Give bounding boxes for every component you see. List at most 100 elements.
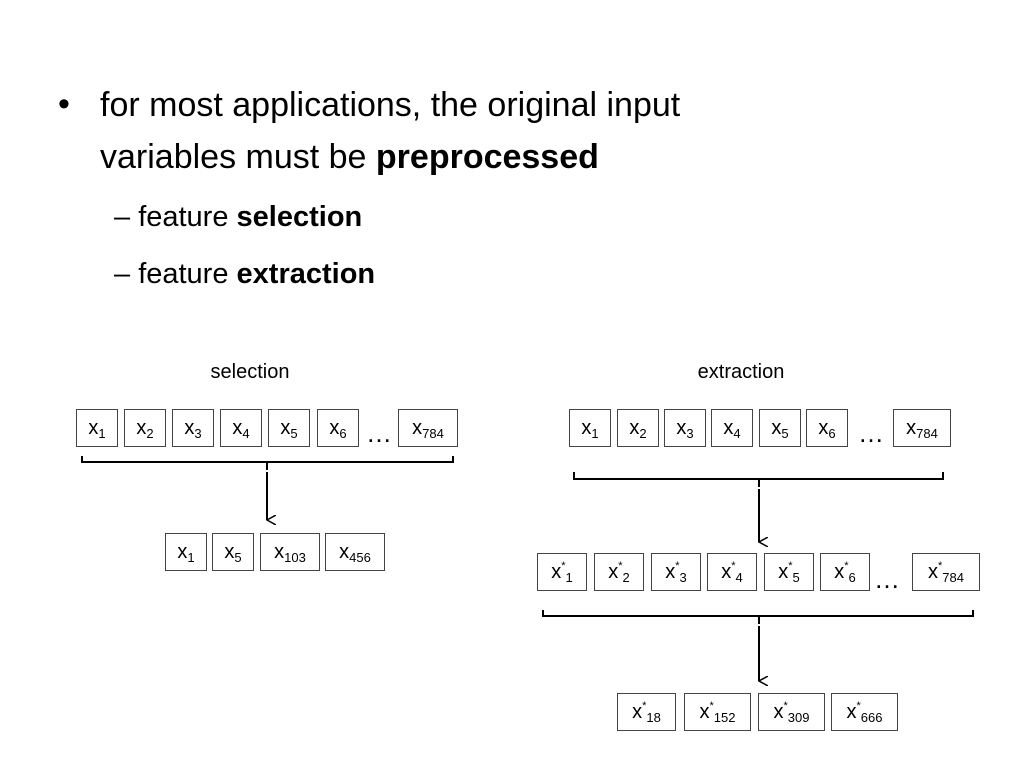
var-base: x — [773, 701, 784, 723]
var-base: x — [224, 541, 235, 563]
var-base: x — [928, 561, 938, 583]
var-base: x — [665, 561, 676, 583]
var-subscript: 666 — [860, 710, 883, 725]
var-superscript: * — [731, 560, 736, 572]
var-base: x — [723, 417, 734, 439]
extracted-feature: x*2 — [594, 553, 644, 591]
extraction-output-var: x*666 — [831, 693, 898, 731]
selection-output-var: x5 — [212, 533, 254, 571]
extraction-input-var: x3 — [664, 409, 706, 447]
extraction-caption: extraction — [697, 361, 785, 383]
selection-input-var: x6 — [317, 409, 359, 447]
extraction-features-ellipsis: … — [874, 564, 900, 594]
bullet-dot: • — [58, 85, 70, 123]
var-superscript: * — [788, 560, 793, 572]
bullet-text-line-2: variables must be preprocessed — [100, 130, 599, 184]
extraction-output-var: x*18 — [617, 693, 676, 731]
selection-brace — [81, 456, 454, 470]
bullet-line2-prefix: variables must be — [100, 138, 376, 176]
selection-output-var: x456 — [325, 533, 385, 571]
var-base: x — [280, 417, 291, 439]
sub-item-extraction: – feature extraction — [114, 255, 375, 293]
selection-output-var: x1 — [165, 533, 207, 571]
var-subscript: 5 — [792, 570, 800, 585]
extraction-input-var: x6 — [806, 409, 848, 447]
var-base: x — [274, 541, 285, 563]
extracted-feature: x*3 — [651, 553, 701, 591]
var-base: x — [699, 701, 710, 723]
extracted-feature: x*784 — [912, 553, 980, 591]
extraction-input-var: x784 — [893, 409, 951, 447]
selection-caption: selection — [210, 361, 290, 383]
var-subscript: 152 — [713, 710, 736, 725]
var-subscript: 1 — [187, 550, 195, 565]
var-base: x — [906, 417, 917, 439]
var-subscript: 2 — [146, 426, 154, 441]
var-subscript: 1 — [565, 570, 573, 585]
extraction-input-var: x2 — [617, 409, 659, 447]
var-base: x — [846, 701, 857, 723]
var-subscript: 18 — [646, 710, 661, 725]
var-subscript: 309 — [787, 710, 810, 725]
var-subscript: 2 — [639, 426, 647, 441]
var-subscript: 3 — [194, 426, 202, 441]
var-superscript: * — [938, 560, 943, 572]
var-base: x — [771, 417, 782, 439]
selection-input-var: x4 — [220, 409, 262, 447]
extraction-input-ellipsis: … — [858, 418, 884, 448]
var-base: x — [551, 561, 562, 583]
sub-item-dash: – — [114, 201, 139, 233]
var-subscript: 784 — [942, 570, 964, 585]
var-base: x — [329, 417, 340, 439]
var-subscript: 4 — [735, 570, 743, 585]
var-subscript: 1 — [591, 426, 599, 441]
var-superscript: * — [561, 560, 566, 572]
var-superscript: * — [856, 700, 861, 712]
selection-input-ellipsis: … — [366, 418, 392, 448]
var-base: x — [608, 561, 619, 583]
var-base: x — [136, 417, 147, 439]
selection-input-var: x5 — [268, 409, 310, 447]
sub-item-selection: – feature selection — [114, 198, 362, 236]
extracted-feature: x*6 — [820, 553, 870, 591]
var-subscript: 4 — [733, 426, 741, 441]
selection-input-var: x1 — [76, 409, 118, 447]
var-base: x — [721, 561, 732, 583]
var-subscript: 6 — [848, 570, 856, 585]
bullet-line2-bold: preprocessed — [375, 138, 599, 176]
var-subscript: 103 — [284, 550, 306, 565]
var-superscript: * — [709, 700, 714, 712]
var-subscript: 784 — [916, 426, 938, 441]
var-subscript: 5 — [781, 426, 789, 441]
var-base: x — [834, 561, 845, 583]
extracted-feature: x*4 — [707, 553, 757, 591]
var-subscript: 456 — [349, 550, 371, 565]
var-subscript: 4 — [242, 426, 250, 441]
var-base: x — [778, 561, 789, 583]
var-base: x — [339, 541, 350, 563]
extraction-input-var: x5 — [759, 409, 801, 447]
var-subscript: 1 — [98, 426, 106, 441]
var-base: x — [818, 417, 829, 439]
var-subscript: 3 — [679, 570, 687, 585]
var-base: x — [581, 417, 592, 439]
var-base: x — [177, 541, 188, 563]
sub-item-dash: – — [114, 258, 139, 290]
sub-item-prefix: feature — [138, 258, 237, 290]
var-subscript: 784 — [422, 426, 444, 441]
var-base: x — [676, 417, 687, 439]
selection-input-var: x3 — [172, 409, 214, 447]
extraction-output-var: x*309 — [758, 693, 825, 731]
var-superscript: * — [783, 700, 788, 712]
extraction-brace-bottom — [542, 610, 974, 624]
extraction-brace-top — [573, 472, 944, 487]
sub-item-prefix: feature — [138, 201, 237, 233]
extraction-input-var: x1 — [569, 409, 611, 447]
var-superscript: * — [642, 700, 647, 712]
sub-item-bold: extraction — [236, 258, 376, 290]
var-base: x — [184, 417, 195, 439]
var-base: x — [629, 417, 640, 439]
extracted-feature: x*1 — [537, 553, 587, 591]
extracted-feature: x*5 — [764, 553, 814, 591]
var-base: x — [632, 701, 643, 723]
